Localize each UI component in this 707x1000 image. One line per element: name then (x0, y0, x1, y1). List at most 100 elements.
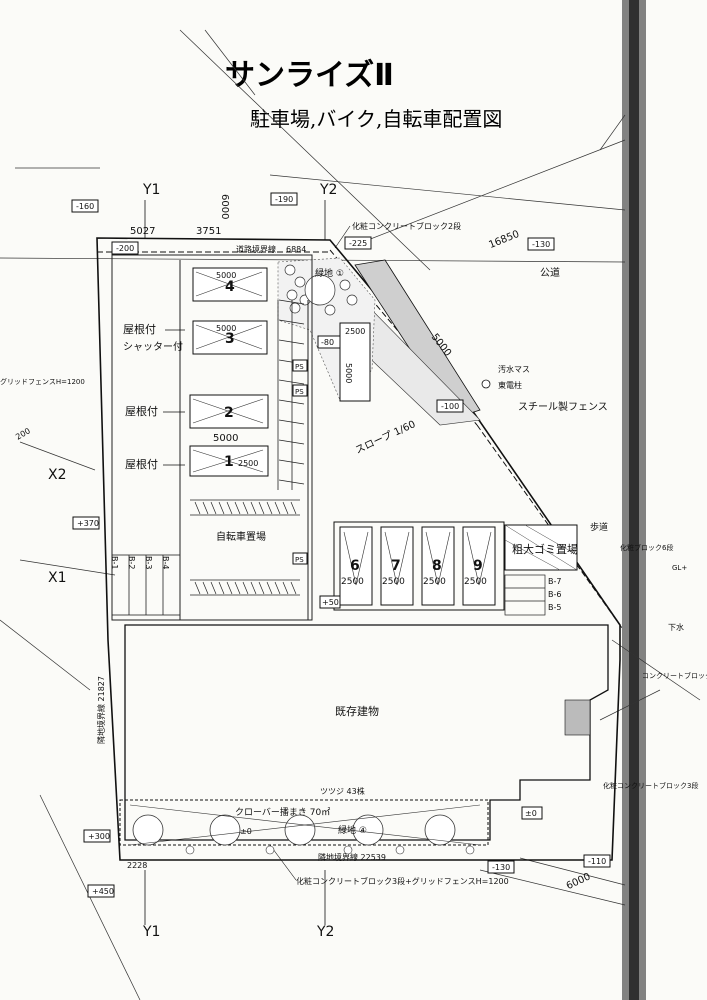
svg-text:2500: 2500 (423, 577, 446, 587)
svg-text:-225: -225 (349, 239, 367, 248)
bike-stalls-right (504, 574, 546, 616)
svg-text:-100: -100 (441, 402, 459, 411)
steel-fence-label: スチール製フェンス (518, 400, 608, 413)
dim-1200: グリッドフェンスH=1200 (0, 377, 85, 386)
svg-text:3: 3 (225, 331, 235, 347)
svg-text:1: 1 (224, 454, 234, 470)
svg-text:2500: 2500 (238, 459, 258, 468)
sewer-label: 下水 (668, 622, 684, 632)
ps-box-2: PS (292, 384, 308, 397)
greenery-area-4 (119, 799, 489, 846)
svg-text:8: 8 (432, 558, 442, 574)
drawing-title: サンライズⅡ (225, 58, 394, 93)
parking-stall-3: 3 5000 (192, 320, 268, 355)
roof-label-2: 屋根付 (125, 404, 158, 418)
bicycle-area-label: 自転車置場 (216, 530, 266, 543)
greenery-4-label: 緑地 ④ (338, 824, 367, 836)
block-6-label: 化粧ブロック6段 (620, 543, 673, 552)
svg-text:+300: +300 (88, 832, 110, 841)
tsutsuji-label: ツツジ 43株 (320, 786, 365, 796)
axis-x1: X1 (48, 570, 67, 586)
greenery-1-label: 緑地 ① (315, 267, 344, 279)
block-3-label: 化粧コンクリートブロック3段 (603, 781, 698, 790)
dim-2228: 2228 (127, 861, 147, 870)
makeup-block-2-leader (334, 225, 351, 249)
svg-text:-130: -130 (492, 863, 510, 872)
clover-label: クローバー播まき 70㎡ (235, 806, 330, 818)
roof-label-3: 屋根付 (125, 457, 158, 471)
drain-box-label: 汚水マス (498, 364, 530, 374)
svg-text:-200: -200 (116, 244, 134, 253)
svg-text:7: 7 (391, 558, 401, 574)
svg-text:-130: -130 (532, 240, 550, 249)
makeup-block-2-label: 化粧コンクリートブロック2段 (352, 221, 461, 231)
dim-6884: 6884 (286, 245, 306, 254)
svg-text:±0: ±0 (525, 809, 537, 818)
elec-pole-icon (481, 379, 491, 389)
ps-box-1: PS (292, 359, 308, 372)
slope-label: スロープ 1/60 (353, 418, 417, 456)
svg-text:PS: PS (295, 388, 304, 396)
public-road-label: 公道 (540, 266, 560, 279)
axis-y2-bottom: Y2 (316, 924, 334, 940)
bike-b1: B-1 (110, 556, 119, 569)
axis-y1-top: Y1 (142, 182, 160, 198)
bike-b5: B-5 (548, 603, 561, 612)
roof-label-1: 屋根付 (123, 322, 156, 336)
dim-200: 200 (14, 426, 32, 441)
svg-text:+450: +450 (92, 887, 114, 896)
svg-text:PS: PS (295, 363, 304, 371)
svg-text:PS: PS (295, 556, 304, 564)
concrete-block-label: コンクリートブロック (642, 671, 707, 680)
svg-text:-110: -110 (588, 857, 606, 866)
bike-b2: B-2 (127, 556, 136, 569)
svg-text:2500: 2500 (382, 577, 405, 587)
svg-text:粗大ゴミ置場: 粗大ゴミ置場 (512, 542, 578, 556)
left-structure (111, 254, 313, 621)
elec-pole-label: 東電柱 (498, 380, 522, 390)
bicycle-ticks (194, 299, 305, 595)
level-tags: -160 -190 -200 -225 -130 -80 -100 +370 +… (71, 192, 611, 898)
bike-b3: B-3 (144, 556, 153, 569)
reference-lines (0, 29, 701, 1000)
axis-labels: Y1 Y2 X2 X1 Y1 Y2 (48, 182, 337, 940)
svg-text:5000: 5000 (216, 324, 236, 333)
axis-y2-top: Y2 (319, 182, 337, 198)
dim-6000-top: 6000 (219, 194, 230, 219)
roof-arrows (163, 329, 185, 466)
sidewalk-label: 歩道 (590, 521, 608, 533)
svg-text:2: 2 (224, 405, 234, 421)
garbage-area: 粗大ゴミ置場 (504, 524, 578, 571)
svg-text:5000: 5000 (216, 271, 236, 280)
bike-b7: B-7 (548, 577, 561, 586)
svg-text:-80: -80 (321, 338, 334, 347)
parking-stall-9: 9 2500 (462, 526, 496, 606)
bike-b4: B-4 (161, 556, 170, 569)
bike-b6: B-6 (548, 590, 561, 599)
parking-stall-1: 1 2500 (189, 445, 269, 477)
axis-y1-bottom: Y1 (142, 924, 160, 940)
gl-label: GL+ (672, 564, 687, 572)
parking-stall-2: 2 (189, 394, 269, 429)
dim-16850: 16850 (487, 229, 521, 251)
svg-text:+370: +370 (77, 519, 99, 528)
axis-lines (144, 200, 326, 925)
ps-box-3: PS (292, 552, 308, 565)
svg-text:±0: ±0 (240, 827, 252, 836)
dim-5000-car: 5000 (213, 433, 238, 444)
parking-stall-7: 7 2500 (380, 526, 414, 606)
greenery-cross-lines (129, 804, 481, 846)
svg-text:4: 4 (225, 279, 235, 295)
parking-stall-5: 2500 5000 (339, 322, 371, 402)
scan-shadow-core (629, 0, 639, 1000)
svg-text:9: 9 (473, 558, 483, 574)
svg-text:-190: -190 (275, 195, 293, 204)
svg-text:2500: 2500 (464, 577, 487, 587)
dim-22539: 隣地境界線 22539 (318, 852, 386, 862)
parking-stall-8: 8 2500 (421, 526, 455, 606)
right-parking-block (333, 521, 505, 611)
parking-stall-4: 4 5000 (192, 267, 268, 302)
parking-stall-6: 6 2500 (339, 526, 373, 606)
svg-text:6: 6 (350, 558, 360, 574)
bottom-shrubs (185, 845, 475, 855)
